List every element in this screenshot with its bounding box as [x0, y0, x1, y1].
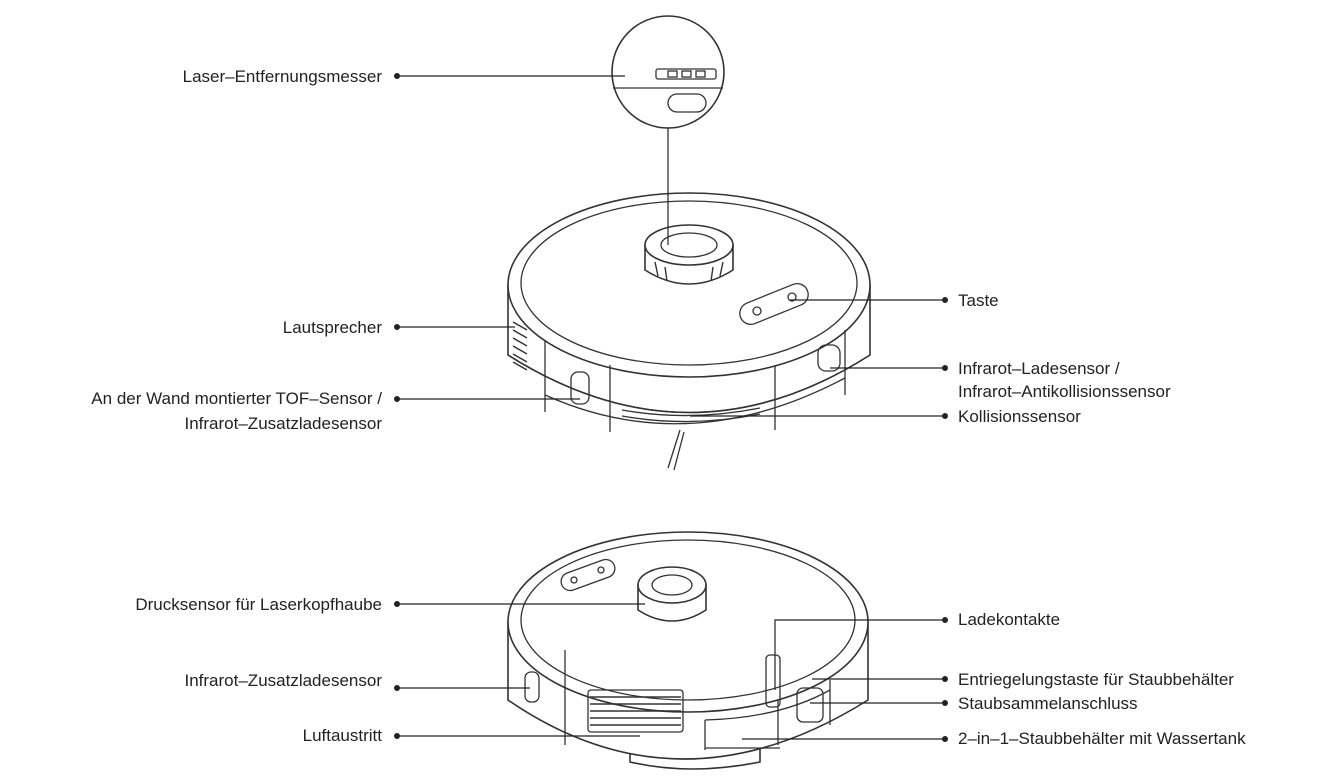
- bottom-robot-drawing: [507, 531, 869, 770]
- label-speaker: Lautsprecher: [283, 318, 383, 337]
- leader-lines: [394, 73, 948, 742]
- label-collision-sensor: Kollisionssensor: [958, 407, 1081, 426]
- label-ir-aux-charging: Infrarot–Zusatzladesensor: [185, 671, 383, 690]
- button-panel-rear: [560, 558, 616, 592]
- label-laser-rangefinder: Laser–Entfernungsmesser: [183, 67, 383, 86]
- label-tof-sensor-line2: Infrarot–Zusatzladesensor: [185, 414, 383, 433]
- label-ir-charging-line2: Infrarot–Antikollisionssensor: [958, 382, 1171, 401]
- air-outlet-grill: [587, 689, 684, 733]
- label-button: Taste: [958, 291, 999, 310]
- label-pressure-sensor: Drucksensor für Laserkopfhaube: [135, 595, 382, 614]
- label-tof-sensor-line1: An der Wand montierter TOF–Sensor /: [91, 389, 382, 408]
- speaker-grill: [512, 321, 528, 371]
- callout-labels: Laser–Entfernungsmesser Lautsprecher An …: [91, 67, 1246, 748]
- label-charging-contacts: Ladekontakte: [958, 610, 1060, 629]
- label-air-outlet: Luftaustritt: [303, 726, 383, 745]
- label-dustbin-tank: 2–in–1–Staubbehälter mit Wassertank: [958, 729, 1246, 748]
- top-robot-drawing: [507, 192, 871, 471]
- laser-turret: [644, 224, 734, 285]
- laser-magnifier: [611, 15, 725, 245]
- label-dust-port: Staubsammelanschluss: [958, 694, 1138, 713]
- laser-turret-rear: [637, 566, 707, 622]
- label-dustbin-release: Entriegelungstaste für Staubbehälter: [958, 670, 1234, 689]
- label-ir-charging-line1: Infrarot–Ladesensor /: [958, 359, 1120, 378]
- button-panel: [739, 282, 809, 326]
